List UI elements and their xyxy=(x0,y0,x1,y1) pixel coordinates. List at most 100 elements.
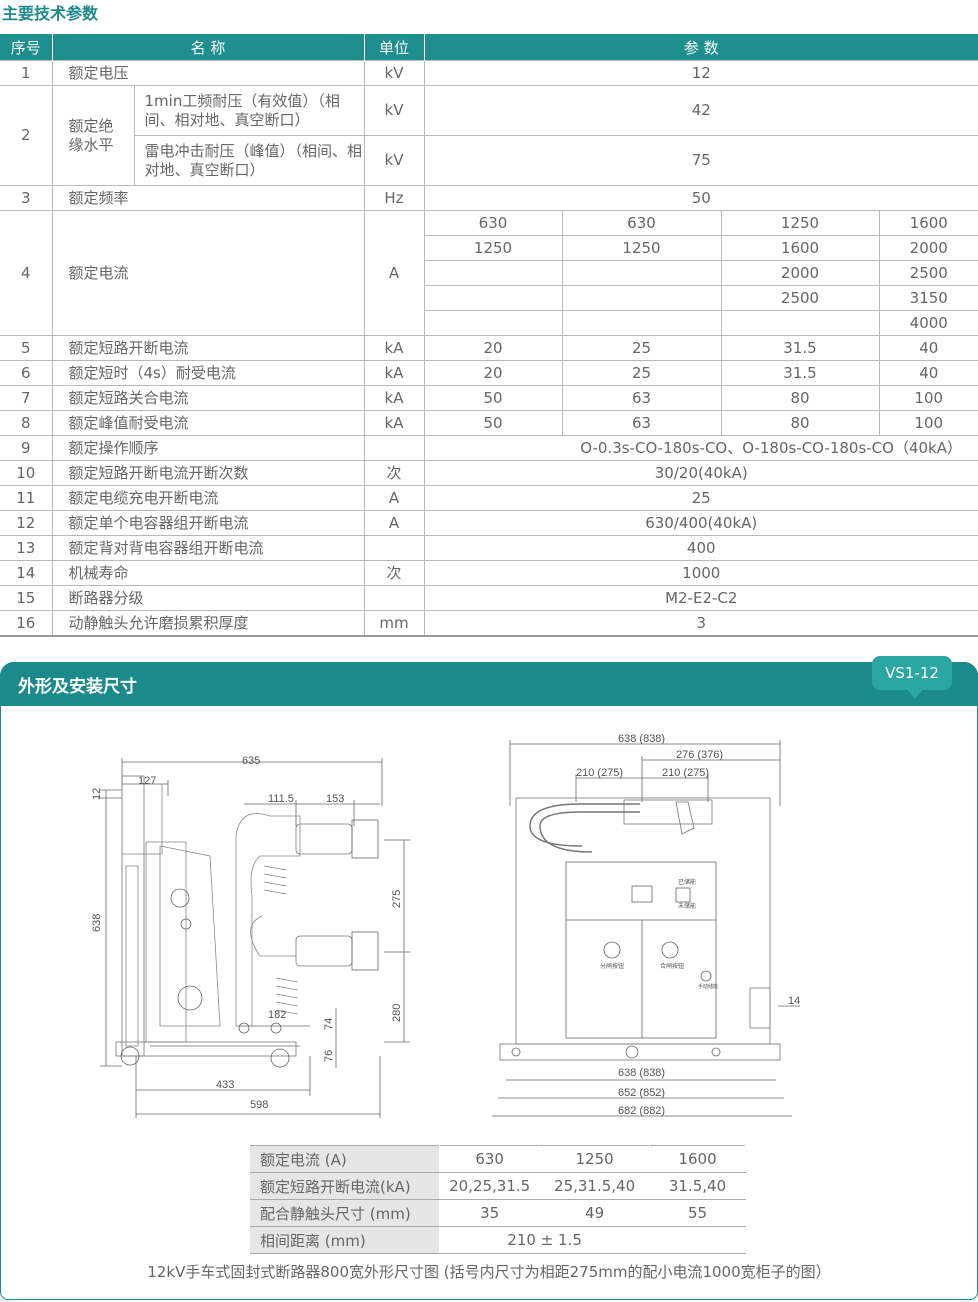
row-value: 30/20(40kA) xyxy=(423,460,978,486)
row-value: 40 xyxy=(878,335,978,361)
row-value: 210 ± 1.5 xyxy=(439,1226,651,1254)
row-no: 6 xyxy=(0,360,53,386)
current-cell: 1600 xyxy=(878,210,978,236)
dim-276-376: 276 (376) xyxy=(676,749,723,761)
row-no: 10 xyxy=(0,460,53,486)
row-no: 4 xyxy=(0,210,53,336)
row-unit: mm xyxy=(363,610,425,637)
table-row: 2500 3150 xyxy=(0,285,978,311)
row-no: 3 xyxy=(0,185,53,211)
dimension-table: 额定电流 (A) 630 1250 1600 额定短路开断电流(kA) 20,2… xyxy=(250,1145,746,1254)
dim-210-275-right: 210 (275) xyxy=(662,767,709,779)
side-view-labels: 635 127 12 111.5 153 275 638 280 182 74 … xyxy=(91,755,403,1111)
row-value: 1000 xyxy=(423,560,978,586)
row-value: 20 xyxy=(423,335,563,361)
dim-280: 280 xyxy=(391,1004,403,1022)
row-no: 7 xyxy=(0,385,53,411)
current-cell xyxy=(424,285,563,311)
dim-652-852: 652 (852) xyxy=(618,1087,665,1099)
row-no: 2 xyxy=(0,85,53,186)
table-row: 额定电流 (A) 630 1250 1600 xyxy=(250,1145,746,1173)
row-unit: 次 xyxy=(363,460,425,486)
dim-153: 153 xyxy=(326,793,344,805)
table-row: 9 额定操作顺序 O-0.3s-CO-180s-CO、O-180s-CO-180… xyxy=(0,435,978,461)
table-row: 6 额定短时（4s）耐受电流 kA 20 25 31.5 40 xyxy=(0,360,978,386)
dim-638-838-top: 638 (838) xyxy=(618,733,665,745)
row-value: 35 xyxy=(439,1199,541,1227)
row-no: 5 xyxy=(0,335,53,361)
row-name: 额定短时（4s）耐受电流 xyxy=(51,360,365,386)
row-unit: kV xyxy=(363,135,425,186)
dim-76: 76 xyxy=(323,1050,335,1062)
table-row: 8 额定峰值耐受电流 kA 50 63 80 100 xyxy=(0,410,978,436)
row-name: 额定电流 xyxy=(51,210,365,336)
current-cell: 1250 xyxy=(720,210,880,236)
dim-12: 12 xyxy=(91,788,103,800)
dim-638-838-bottom: 638 (838) xyxy=(618,1067,665,1079)
current-cell xyxy=(561,260,722,286)
row-name: 额定电压 xyxy=(51,60,365,86)
row-value: 63 xyxy=(561,410,722,436)
row-no: 15 xyxy=(0,585,53,611)
label-manual-charge: 手动储能 xyxy=(698,983,718,990)
table-row: 配合静触头尺寸 (mm) 35 49 55 xyxy=(250,1199,746,1227)
current-cell xyxy=(720,310,880,336)
label-open-button: 分闸按钮 xyxy=(600,962,624,970)
row-unit: A xyxy=(363,210,425,336)
row-value: O-0.3s-CO-180s-CO、O-180s-CO-180s-CO（40kA… xyxy=(423,435,978,461)
row-name: 额定峰值耐受电流 xyxy=(51,410,365,436)
dim-74: 74 xyxy=(323,1018,335,1030)
row-unit: A xyxy=(363,485,425,511)
header-unit: 单位 xyxy=(364,34,425,61)
row-value: 3 xyxy=(423,610,978,637)
dim-682-882: 682 (882) xyxy=(618,1105,665,1117)
section-title-specs: 主要技术参数 xyxy=(2,4,99,23)
dim-638: 638 xyxy=(91,914,103,932)
row-unit: kV xyxy=(363,85,425,136)
row-value: M2-E2-C2 xyxy=(423,585,978,611)
dim-635: 635 xyxy=(242,755,260,767)
row-value-empty xyxy=(649,1226,746,1254)
section-title-dimensions: 外形及安装尺寸 xyxy=(18,677,137,697)
row-value: 42 xyxy=(423,85,978,136)
table-row: 12 额定单个电容器组开断电流 A 630/400(40kA) xyxy=(0,510,978,536)
current-cell xyxy=(561,285,722,311)
row-name: 额定背对背电容器组开断电流 xyxy=(51,535,365,561)
row-unit xyxy=(363,585,425,611)
table-row: 5 额定短路开断电流 kA 20 25 31.5 40 xyxy=(0,335,978,361)
table-row: 15 断路器分级 M2-E2-C2 xyxy=(0,585,978,611)
table-row: 相间距离 (mm) 210 ± 1.5 xyxy=(250,1226,746,1254)
dim-182: 182 xyxy=(268,1009,286,1021)
table-row: 1 额定电压 kV 12 xyxy=(0,60,978,86)
row-name: 额定电缆充电开断电流 xyxy=(51,485,365,511)
row-value: 50 xyxy=(423,185,978,211)
current-cell: 4000 xyxy=(878,310,978,336)
label-close-button: 合闸按钮 xyxy=(660,962,684,970)
table-row: 11 额定电缆充电开断电流 A 25 xyxy=(0,485,978,511)
row-unit: Hz xyxy=(363,185,425,211)
header-no: 序号 xyxy=(0,34,53,61)
row-value: 50 xyxy=(423,385,563,411)
row-value: 40 xyxy=(878,360,978,386)
row-label: 额定短路开断电流(kA) xyxy=(250,1172,441,1200)
current-cell: 630 xyxy=(561,210,722,236)
front-view-labels: 638 (838) 276 (376) 210 (275) 210 (275) … xyxy=(576,733,800,1117)
current-cell: 1250 xyxy=(561,235,722,261)
side-view-drawing xyxy=(98,758,410,1118)
row-unit: A xyxy=(363,510,425,536)
current-cell: 2500 xyxy=(878,260,978,286)
row-value: 55 xyxy=(649,1199,746,1227)
row-no: 16 xyxy=(0,610,53,637)
header-name: 名 称 xyxy=(52,34,365,61)
table-row: 3 额定频率 Hz 50 xyxy=(0,185,978,211)
current-cell: 1250 xyxy=(424,235,563,261)
row-value: 12 xyxy=(423,60,978,86)
model-tag: VS1-12 xyxy=(872,656,952,690)
dim-210-275-left: 210 (275) xyxy=(576,767,623,779)
row-unit xyxy=(363,535,425,561)
row-value: 75 xyxy=(423,135,978,186)
row-value: 400 xyxy=(423,535,978,561)
row-name: 额定绝缘水平 xyxy=(51,85,135,186)
current-cell: 1600 xyxy=(720,235,880,261)
dim-127: 127 xyxy=(138,775,156,787)
